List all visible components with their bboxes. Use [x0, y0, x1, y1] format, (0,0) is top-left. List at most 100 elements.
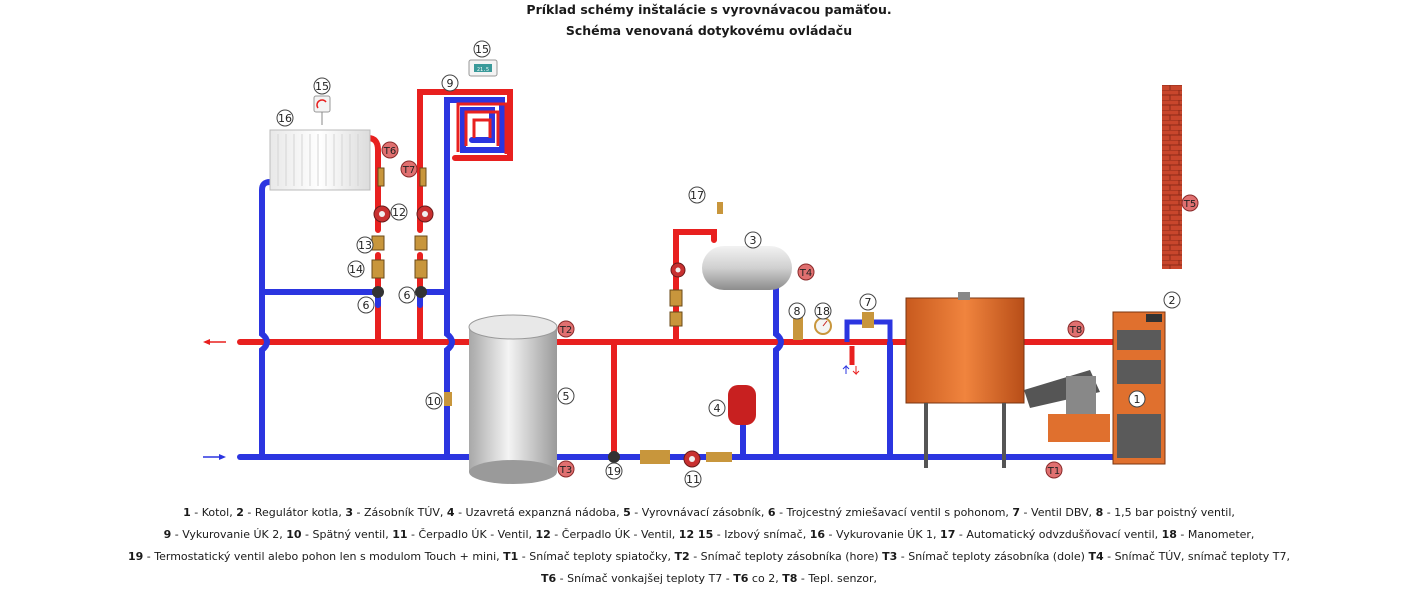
- legend-description: - Zásobník TÚV,: [353, 506, 447, 519]
- legend-key: 17: [940, 528, 956, 541]
- legend-key: 6: [767, 506, 776, 519]
- legend-key: 1: [183, 506, 191, 519]
- check-valve-icon: [444, 392, 452, 406]
- sensor-t2: T2: [557, 320, 575, 338]
- marker-8: 8: [788, 302, 806, 320]
- legend-description: - Čerpadlo ÚK - Ventil,: [550, 528, 679, 541]
- legend-description: - Vyrovnávací zásobník,: [630, 506, 768, 519]
- svg-text:T2: T2: [559, 325, 572, 336]
- safety-valve-icon: [793, 316, 803, 340]
- legend-description: - 1,5 bar poistný ventil,: [1103, 506, 1235, 519]
- svg-text:19: 19: [607, 465, 621, 478]
- buffer-tank: [468, 314, 558, 484]
- svg-text:8: 8: [794, 305, 801, 318]
- svg-text:16: 16: [278, 112, 292, 125]
- legend-key: T1: [503, 550, 519, 563]
- dbv-valve-icon: [862, 312, 874, 328]
- air-vent-icon: [717, 202, 723, 214]
- legend-key: 19: [127, 550, 144, 563]
- legend-description: - Spätný ventil,: [301, 528, 393, 541]
- legend-key: 4: [446, 506, 455, 519]
- marker-1: 1: [1128, 390, 1146, 408]
- legend-description: - Termostatický ventil alebo pohon len s…: [143, 550, 504, 563]
- marker-14: 14: [347, 260, 365, 278]
- svg-text:T7: T7: [402, 165, 415, 176]
- legend-key: 3: [345, 506, 354, 519]
- marker-2: 2: [1163, 291, 1181, 309]
- marker-15b: 15: [473, 40, 491, 58]
- sensor-t5: T5: [1181, 194, 1199, 212]
- legend-key: 10: [286, 528, 302, 541]
- thermostatic-valve-icon: [608, 451, 620, 463]
- legend-description: - Čerpadlo ÚK - Ventil,: [407, 528, 536, 541]
- svg-text:7: 7: [865, 296, 872, 309]
- legend-key: 5: [623, 506, 631, 519]
- legend-description: - Ventil DBV,: [1020, 506, 1096, 519]
- supply-arrow-icon: [203, 339, 226, 345]
- marker-13: 13: [356, 236, 374, 254]
- pump-icon: [373, 205, 434, 223]
- legend-description: - Kotol,: [190, 506, 237, 519]
- boiler: [1112, 311, 1166, 465]
- svg-text:T5: T5: [1183, 199, 1196, 210]
- svg-text:6: 6: [404, 289, 411, 302]
- svg-text:T4: T4: [799, 268, 812, 279]
- legend-key: T4: [1088, 550, 1104, 563]
- diagram-title: Príklad schémy inštalácie s vyrovnávacou…: [526, 2, 892, 17]
- legend-key: T2: [674, 550, 690, 563]
- legend-key: 8: [1095, 506, 1104, 519]
- sensor-t1: T1: [1045, 461, 1063, 479]
- legend-line-2: 9 - Vykurovanie ÚK 2, 10 - Spätný ventil…: [0, 524, 1418, 546]
- svg-text:6: 6: [363, 299, 370, 312]
- marker-15a: 15: [313, 77, 331, 95]
- legend-line-4: T6 - Snímač vonkajšej teploty T7 - T6 co…: [0, 568, 1418, 590]
- return-arrow-icon: [203, 454, 226, 460]
- legend-description: - Manometer,: [1176, 528, 1255, 541]
- svg-text:9: 9: [447, 77, 454, 90]
- sensor-t3: T3: [557, 460, 575, 478]
- marker-3: 3: [744, 231, 762, 249]
- legend-description: - Snímač teploty spiatočky,: [518, 550, 675, 563]
- installation-diagram: 21.5: [203, 40, 1199, 488]
- legend-key: 12 15: [678, 528, 714, 541]
- marker-16: 16: [276, 109, 294, 127]
- svg-text:4: 4: [714, 402, 721, 415]
- legend-description: co 2,: [748, 572, 783, 585]
- radiator: [269, 129, 371, 191]
- svg-text:11: 11: [686, 473, 700, 486]
- svg-text:T6: T6: [383, 146, 396, 157]
- svg-text:5: 5: [563, 390, 570, 403]
- brick-wall: [1162, 85, 1182, 269]
- thermostat-readout: 21.5: [477, 67, 489, 73]
- legend-key: 7: [1012, 506, 1021, 519]
- dhw-loop-pipes: [611, 229, 784, 460]
- legend-description: - Regulátor kotla,: [243, 506, 346, 519]
- flow-arrows-icon: [842, 364, 860, 376]
- return-pump-icon: [640, 450, 732, 468]
- sensor-t7: T7: [400, 160, 418, 178]
- svg-text:T8: T8: [1069, 325, 1082, 336]
- legend: 1 - Kotol, 2 - Regulátor kotla, 3 - Záso…: [0, 502, 1418, 590]
- legend-line-3: 19 - Termostatický ventil alebo pohon le…: [0, 546, 1418, 568]
- svg-text:15: 15: [315, 80, 329, 93]
- legend-key: 11: [392, 528, 408, 541]
- sensor-t8: T8: [1067, 320, 1085, 338]
- marker-6a: 6: [357, 296, 375, 314]
- svg-text:1: 1: [1134, 393, 1141, 406]
- marker-19: 19: [605, 462, 623, 480]
- room-sensor-icon: [313, 95, 331, 125]
- sensor-t4: T4: [797, 263, 815, 281]
- expansion-vessel: [728, 385, 756, 425]
- svg-text:T3: T3: [559, 465, 572, 476]
- legend-key: T6: [733, 572, 749, 585]
- pellet-hopper: [905, 292, 1110, 468]
- legend-key: T8: [782, 572, 798, 585]
- legend-description: - Snímač teploty zásobníka (dole): [897, 550, 1089, 563]
- legend-description: - Vykurovanie ÚK 1,: [825, 528, 941, 541]
- dhw-tank: [702, 246, 792, 290]
- legend-key: 9: [163, 528, 172, 541]
- svg-text:15: 15: [475, 43, 489, 56]
- marker-9: 9: [441, 74, 459, 92]
- legend-key: 16: [809, 528, 826, 541]
- valve-icon: [371, 167, 428, 279]
